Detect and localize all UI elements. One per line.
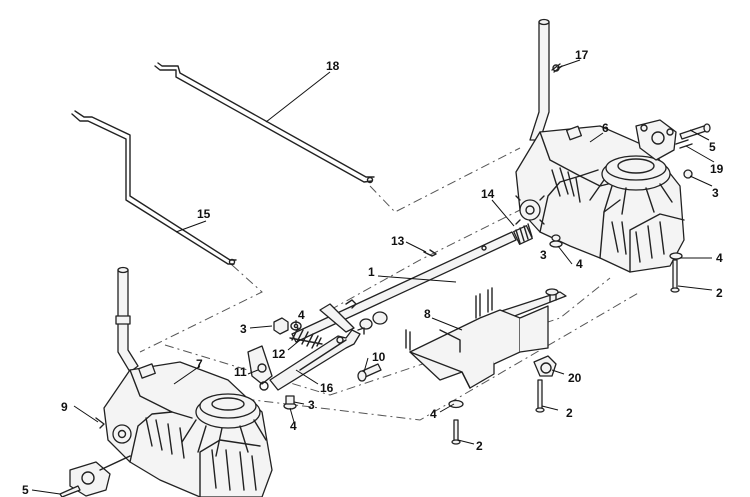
transaxle-left: [69, 266, 273, 497]
callout-16: 16: [320, 381, 334, 395]
callout-9: 9: [61, 400, 68, 414]
callout-15: 15: [197, 207, 211, 221]
callout-1: 1: [368, 265, 375, 279]
transaxle-right: [515, 18, 685, 273]
callout-4-mid: 4: [298, 308, 305, 322]
callout-4-right: 4: [716, 251, 723, 265]
callout-4-bracket: 4: [576, 257, 583, 271]
callout-13: 13: [391, 234, 405, 248]
bolt-right-lower: [670, 259, 680, 293]
small-clips-bellcrank: [345, 299, 365, 335]
coil-spring: [289, 327, 323, 349]
callout-6: 6: [602, 121, 609, 135]
small-hardware-left: [95, 417, 105, 429]
pivot-bolt: [357, 363, 382, 382]
callout-10: 10: [372, 350, 386, 364]
bolt-left-lower: [59, 485, 81, 497]
callout-3-mid: 3: [240, 322, 247, 336]
shaft-spring: [513, 223, 533, 245]
callout-19: 19: [710, 162, 724, 176]
mounting-bracket: [405, 287, 567, 389]
control-rod-upper: [154, 62, 375, 184]
callout-3-lower: 3: [308, 398, 315, 412]
callout-5-right: 5: [709, 140, 716, 154]
leader-lines: [31, 59, 715, 495]
control-rod-lower: [71, 110, 237, 266]
callout-4-lower: 4: [290, 419, 297, 433]
callout-4-bracket-left: 4: [430, 407, 437, 421]
callout-20: 20: [568, 371, 582, 385]
bolt-set-bracket: [448, 379, 545, 445]
callout-12: 12: [272, 347, 286, 361]
callout-8: 8: [424, 307, 431, 321]
link-yoke: [247, 345, 273, 391]
bellcrank-lever: [269, 303, 361, 391]
callout-2-right: 2: [716, 286, 723, 300]
callout-18: 18: [326, 59, 340, 73]
callout-17: 17: [575, 48, 589, 62]
callout-3-bracket: 3: [540, 248, 547, 262]
clamp: [533, 355, 557, 377]
callout-2-bracket-left: 2: [476, 439, 483, 453]
nut-washer-left: [273, 317, 302, 335]
callout-2-bracket-right: 2: [566, 406, 573, 420]
callout-3-right: 3: [712, 186, 719, 200]
drive-shaft: [291, 231, 517, 343]
callout-14: 14: [481, 187, 495, 201]
callout-5-left: 5: [22, 483, 29, 497]
callout-11: 11: [234, 365, 247, 379]
callout-7: 7: [196, 357, 203, 371]
small-clip: [423, 249, 437, 257]
callout-labels: 18 15 17 6 5 19 3 14 13 1 4 2 3 4 8 20 2…: [22, 48, 724, 497]
